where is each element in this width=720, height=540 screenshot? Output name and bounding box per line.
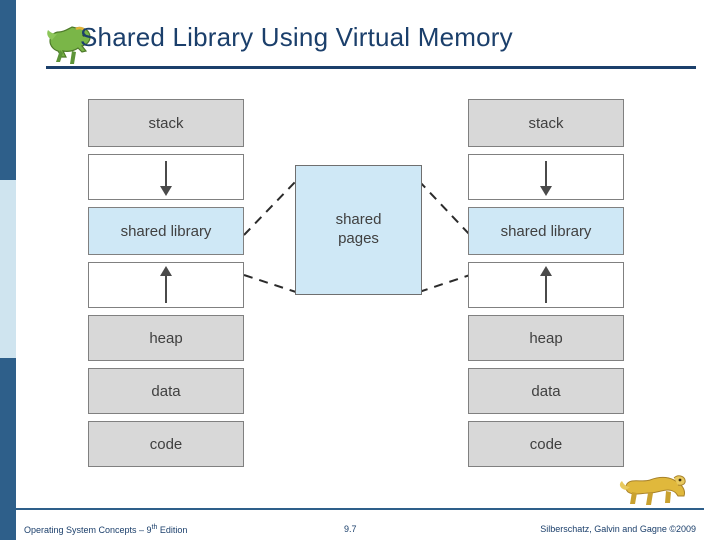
memory-cell-label: data <box>531 382 561 400</box>
footer-edition-sup: th <box>151 524 158 531</box>
memory-cell-code: code <box>468 421 624 467</box>
memory-gap-stack-growth <box>88 154 244 200</box>
memory-cell-data: data <box>88 368 244 414</box>
memory-gap-stack-growth <box>468 154 624 200</box>
memory-cell-label: heap <box>529 329 563 347</box>
arrow-up-icon <box>469 263 623 307</box>
arrow-up-icon <box>89 263 243 307</box>
footer-edition-tail: Edition <box>157 525 188 535</box>
memory-cell-shared-library: shared library <box>88 207 244 255</box>
memory-cell-label: code <box>529 435 563 453</box>
memory-cell-shared-library: shared library <box>468 207 624 255</box>
memory-cell-stack: stack <box>468 99 624 147</box>
page-title: Shared Library Using Virtual Memory <box>80 22 513 52</box>
memory-cell-label: stack <box>528 114 564 132</box>
arrow-down-icon <box>469 155 623 199</box>
title-area: Shared Library Using Virtual Memory <box>24 22 696 74</box>
title-divider <box>46 66 696 69</box>
right-process-memory-map: stack shared library heap data code <box>468 99 624 474</box>
shared-pages-label-line1: shared <box>335 211 382 229</box>
memory-cell-label: shared library <box>120 222 212 240</box>
memory-cell-heap: heap <box>88 315 244 361</box>
diagram-canvas: stack shared library heap data code shar… <box>0 85 720 467</box>
memory-gap-heap-growth <box>88 262 244 308</box>
memory-gap-heap-growth <box>468 262 624 308</box>
footer-divider <box>16 508 704 510</box>
footer-copyright: Silberschatz, Galvin and Gagne ©2009 <box>540 524 696 534</box>
shared-pages-label-line2: pages <box>338 230 379 247</box>
footer-edition-main: Operating System Concepts – 9 <box>24 525 152 535</box>
sidebar-accent-top <box>0 0 16 180</box>
sidebar-accent-middle <box>0 180 16 358</box>
dinosaur-logo-icon <box>46 24 98 72</box>
memory-cell-heap: heap <box>468 315 624 361</box>
memory-cell-label: code <box>149 435 183 453</box>
sidebar-accent-bottom <box>0 358 16 540</box>
arrow-down-icon <box>89 155 243 199</box>
dinosaur-logo-icon <box>618 462 690 508</box>
memory-cell-label: shared library <box>500 222 592 240</box>
memory-cell-label: data <box>151 382 181 400</box>
page-number: 9.7 <box>344 524 357 534</box>
footer-edition-text: Operating System Concepts – 9th Edition <box>24 524 187 535</box>
memory-cell-label: heap <box>149 329 183 347</box>
memory-cell-code: code <box>88 421 244 467</box>
memory-cell-stack: stack <box>88 99 244 147</box>
shared-pages-box: shared pages <box>295 165 422 295</box>
left-process-memory-map: stack shared library heap data code <box>88 99 244 474</box>
memory-cell-label: stack <box>148 114 184 132</box>
memory-cell-data: data <box>468 368 624 414</box>
